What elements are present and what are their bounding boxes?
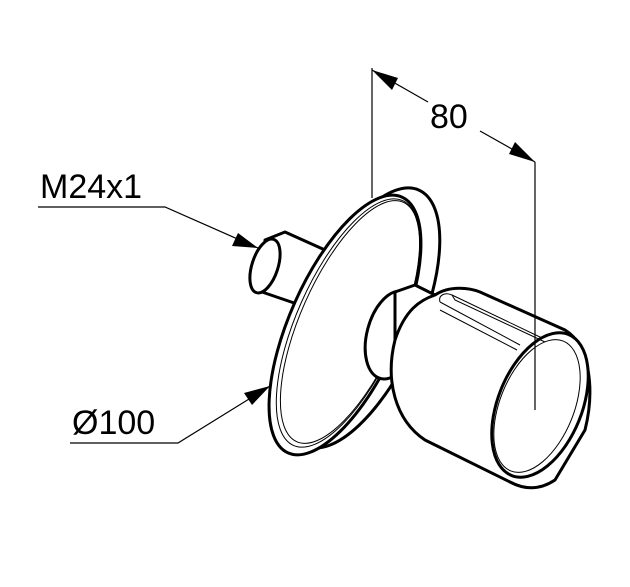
length-dimension [371,68,536,410]
thread-leader [38,206,259,249]
knob [363,283,592,490]
length-dimension-label: 80 [430,98,468,136]
thread-dimension-label: M24x1 [40,168,143,206]
diameter-leader [70,385,271,444]
diameter-dimension-label: Ø100 [72,404,156,442]
